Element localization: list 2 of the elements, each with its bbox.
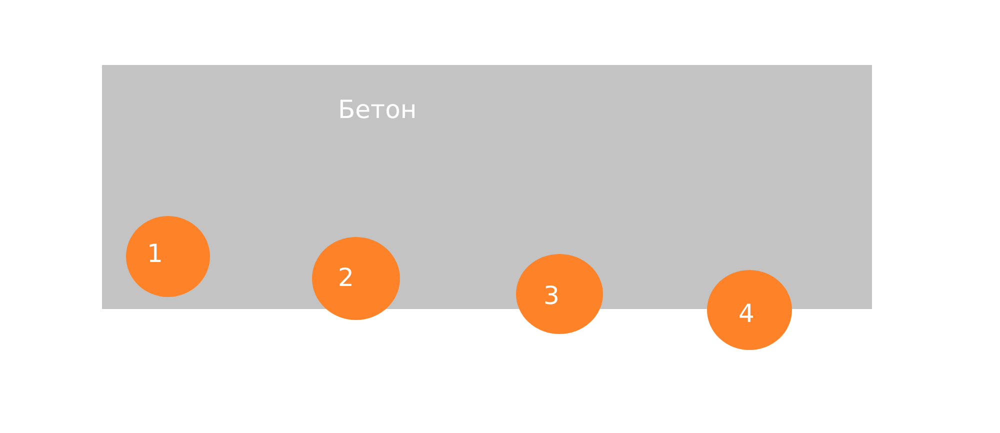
numbered-circle: 1 (126, 216, 210, 297)
block-label: Бетон (338, 97, 417, 122)
